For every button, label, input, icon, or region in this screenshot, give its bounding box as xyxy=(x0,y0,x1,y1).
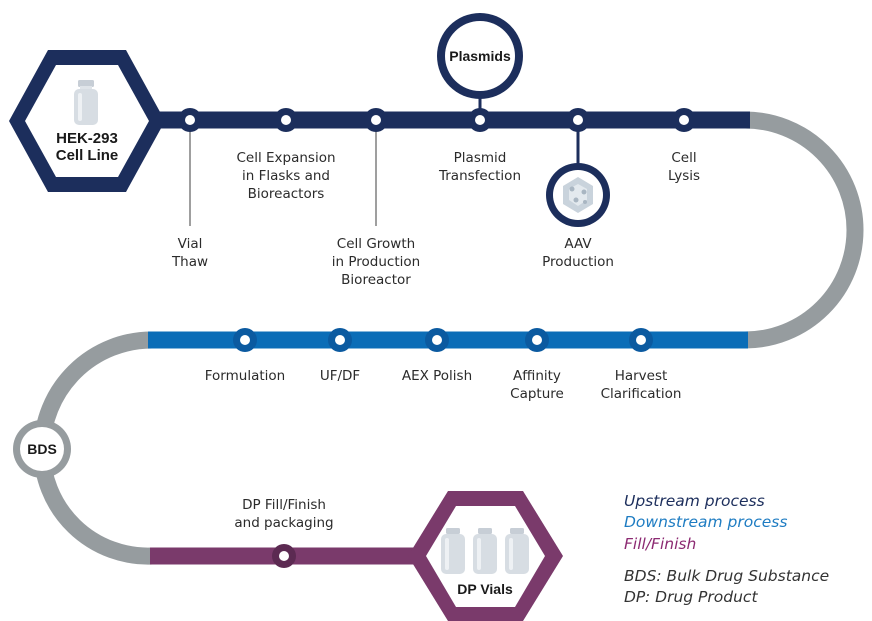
legend-fill-finish: Fill/Finish xyxy=(624,535,697,553)
step-label-ufdf: UF/DF xyxy=(319,368,361,384)
downstream-dot-harvest-clarification xyxy=(629,328,653,352)
step-label-affinity-capture: Affinity Capture xyxy=(510,368,564,402)
aav-capsid-icon xyxy=(563,177,593,213)
upstream-dot-vial-thaw xyxy=(178,108,202,132)
plasmids-title: Plasmids xyxy=(449,48,511,64)
legend-upstream: Upstream process xyxy=(624,492,765,510)
step-label-formulation: Formulation xyxy=(204,368,286,384)
upstream-dot-plasmid-transfection xyxy=(468,108,492,132)
bds-title: BDS xyxy=(27,441,57,457)
vial-icon xyxy=(74,80,98,125)
legend-downstream: Downstream process xyxy=(624,513,788,531)
legend-dp-definition: DP: Drug Product xyxy=(624,588,758,606)
downstream-dot-aex-polish xyxy=(425,328,449,352)
downstream-dot-ufdf xyxy=(328,328,352,352)
connector-upstream-downstream xyxy=(744,111,864,349)
upstream-dot-cell-growth xyxy=(364,108,388,132)
cell-line-title: HEK-293 Cell Line xyxy=(55,130,119,164)
upstream-dot-cell-lysis xyxy=(672,108,696,132)
vials-icon xyxy=(441,528,529,574)
step-label-dp-fill-finish: DP Fill/Finish and packaging xyxy=(234,497,334,531)
step-label-plasmid-transfection: Plasmid Transfection xyxy=(438,150,521,184)
downstream-dot-formulation xyxy=(233,328,257,352)
step-label-aav-production: AAV Production xyxy=(542,236,614,270)
fill-finish-dot xyxy=(272,544,296,568)
upstream-dot-aav-production xyxy=(566,108,590,132)
legend-bds-definition: BDS: Bulk Drug Substance xyxy=(624,567,830,585)
step-label-harvest-clarification: Harvest Clarification xyxy=(600,368,682,402)
bds-node xyxy=(13,420,71,478)
step-label-aex-polish: AEX Polish xyxy=(401,368,473,384)
upstream-dot-cell-expansion xyxy=(274,108,298,132)
step-label-vial-thaw: Vial Thaw xyxy=(171,236,209,270)
step-label-cell-growth: Cell Growth in Production Bioreactor xyxy=(331,236,421,288)
step-label-cell-lysis: Cell Lysis xyxy=(667,150,701,184)
downstream-dot-affinity-capture xyxy=(525,328,549,352)
plasmids-node xyxy=(437,13,523,99)
step-label-cell-expansion: Cell Expansion in Flasks and Bioreactors xyxy=(236,150,336,202)
dp-vials-title: DP Vials xyxy=(457,581,513,597)
